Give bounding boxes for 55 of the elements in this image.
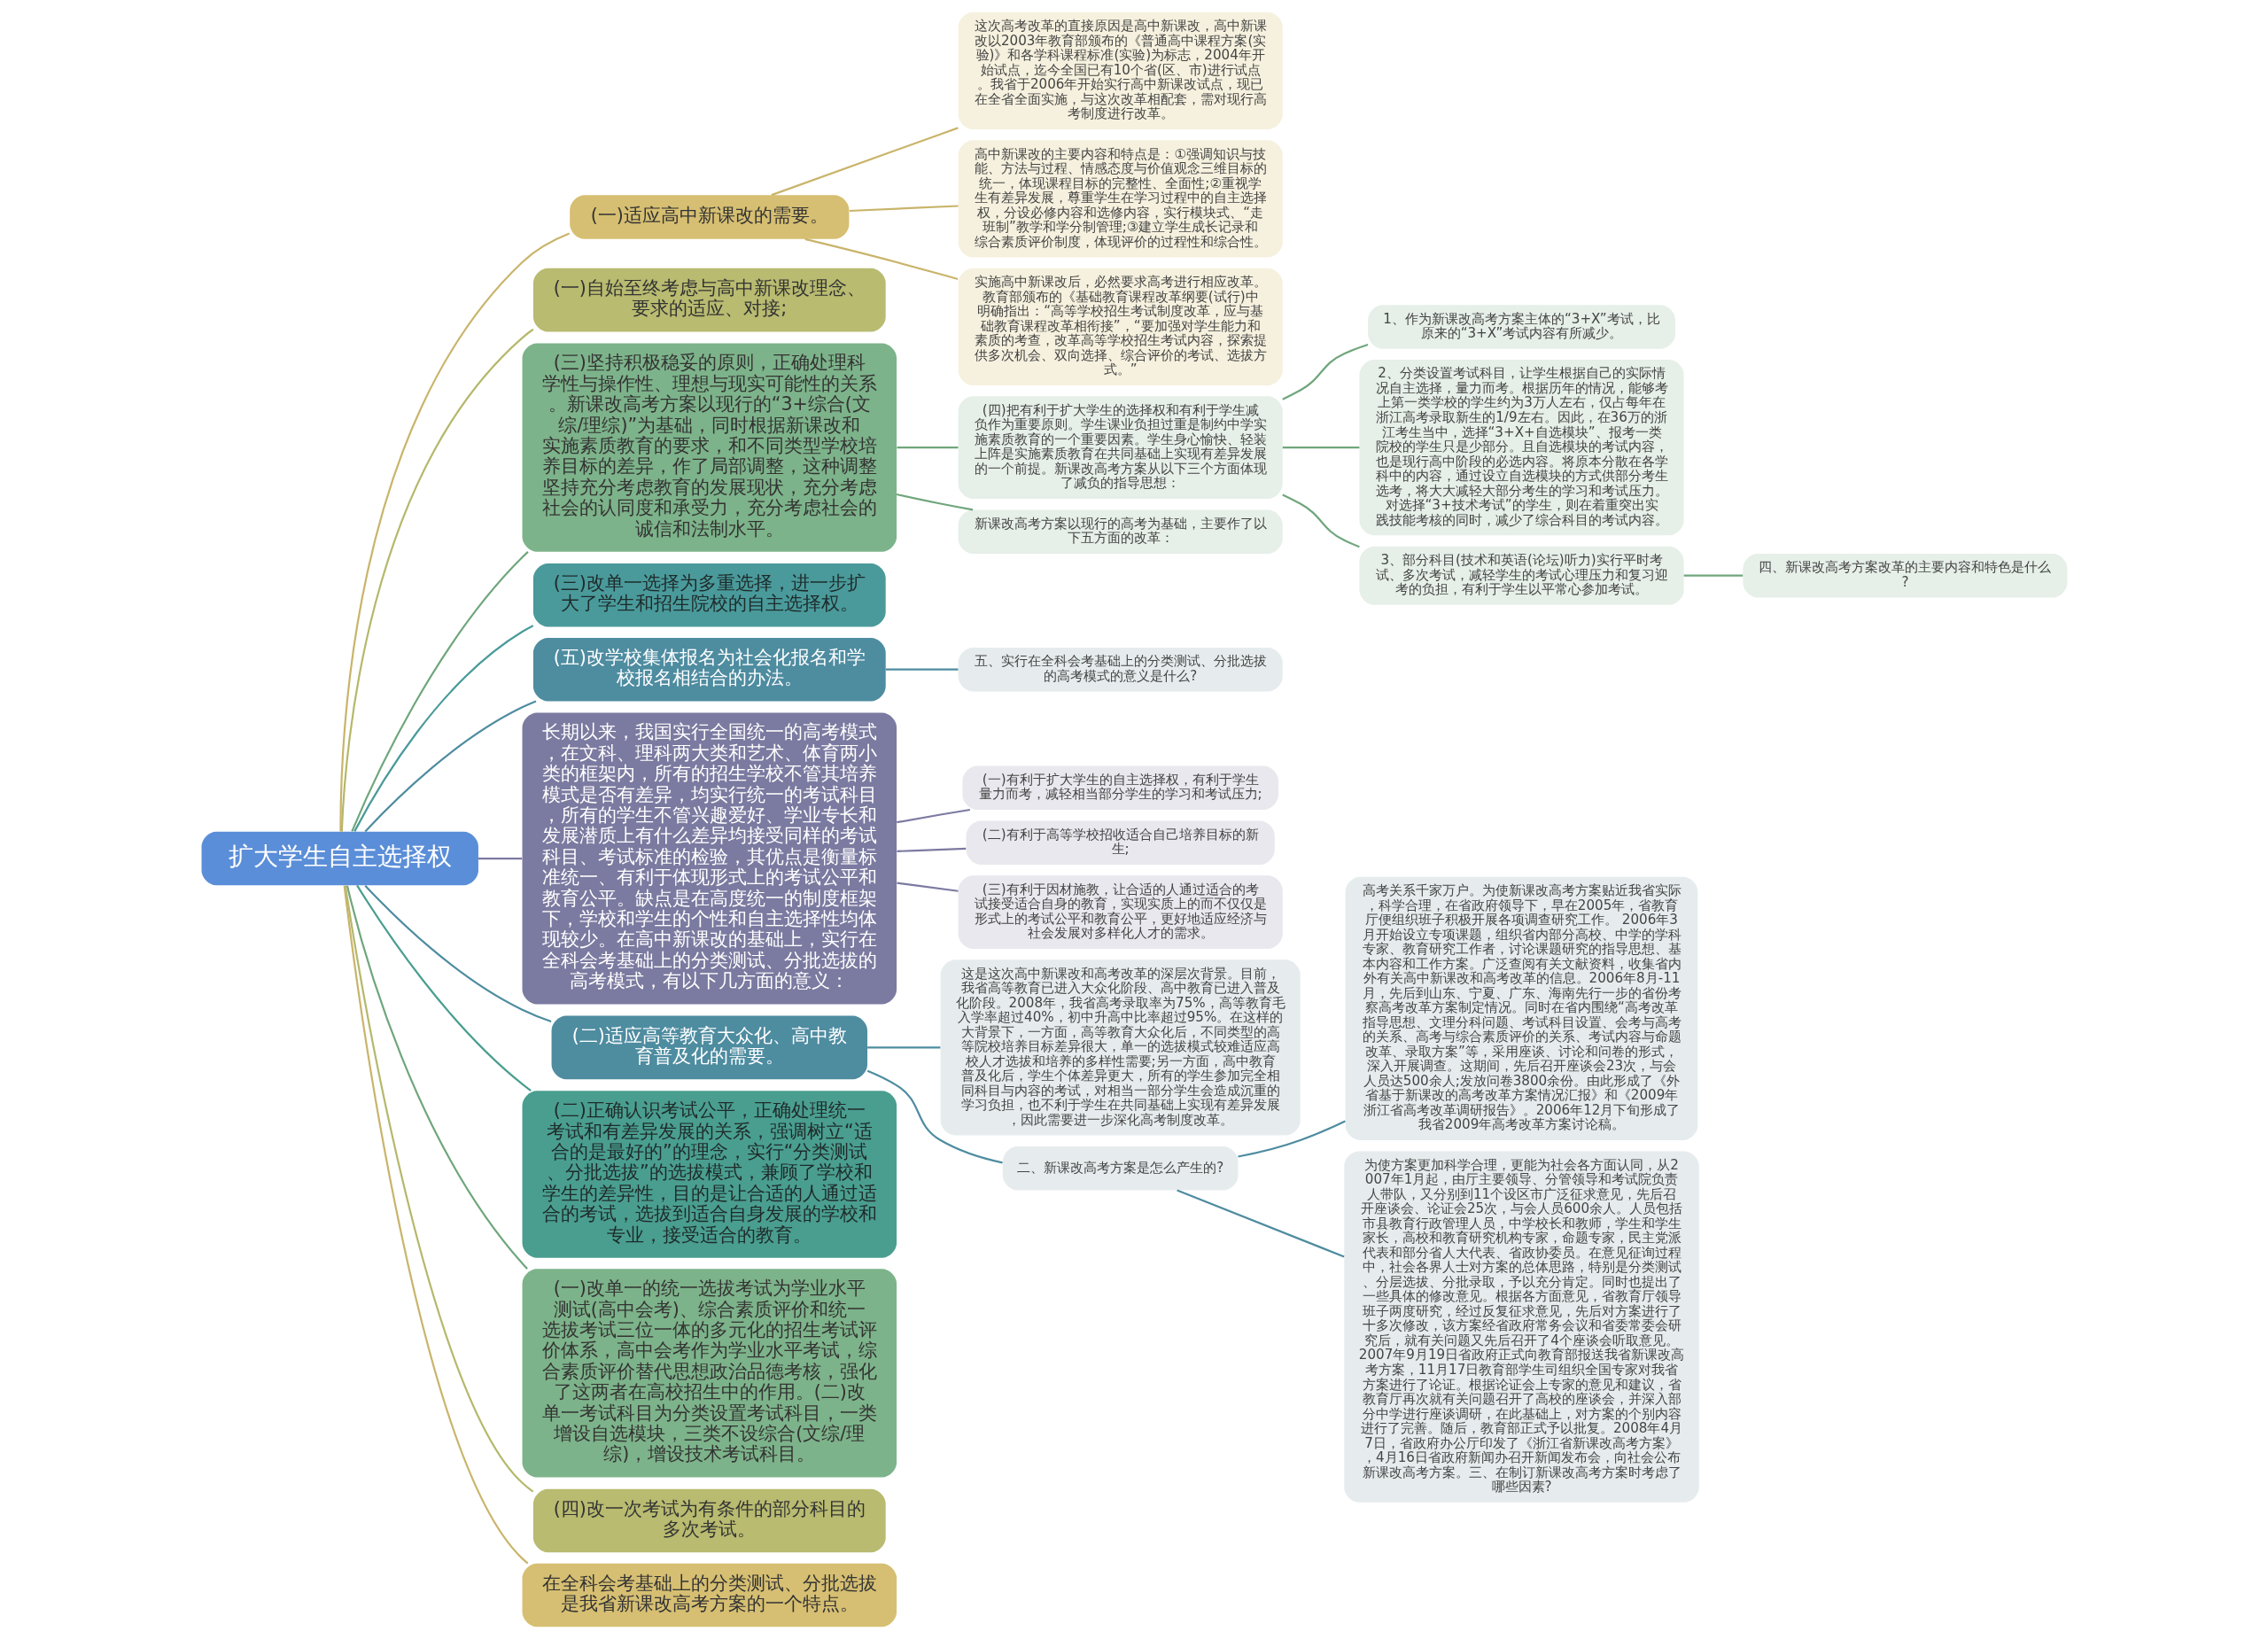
node-box: (二)有利于高等学校招收适合自己培养目标的新生; bbox=[966, 820, 1275, 865]
node-box: 1、作为新课改高考方案主体的“3+X”考试，比原来的“3+X”考试内容有所减少。 bbox=[1367, 305, 1675, 349]
node-box: 这是这次高中新课改和高考改革的深层次背景。目前，我省高等教育已进入大众化阶段、高中教育已进入普及化阶段。2008年，我省高考录取率为75%，高等教育毛入学率超过40%，初中升高中比率超过95%。在这样的大背景下，一方面，高等教育大众化后，不同类型的高等院校培养目标差异很大，单一的选拔模式较难适应高校人才选拔和培养的多样性需要;另一方面，高中教育普及化后，学生个体差异更大，所有的学生参加完全相同科目与内容的考试，对相当一部分学生会造成沉重的学习负担，也不利于学生在共同基础上实现有差异发展，因此需要进一步深化高考制度改革。 bbox=[940, 959, 1301, 1136]
node-box: 四、新课改高考方案改革的主要内容和特色是什么? bbox=[1742, 553, 2067, 598]
node-box: 五、实行在全科会考基础上的分类测试、分批选拔的高考模式的意义是什么? bbox=[958, 647, 1283, 692]
connector bbox=[896, 847, 966, 852]
connector bbox=[1683, 574, 1743, 577]
connector bbox=[1237, 1120, 1346, 1158]
connector bbox=[896, 808, 970, 824]
node-box: (三)坚持积极稳妥的原则，正确处理科学性与操作性、理想与现实可能性的关系。新课改高考方案以现行的“3+综合(文综/理综)”为基础，同时根据新课改和实施素质教育的要求，和不同类型学校培养目标的差异，作了局部调整，这种调整坚持充分考虑教育的发展现状，充分考虑社会的认同度和承受力，充分考虑社会的诚信和法制水平。 bbox=[522, 343, 897, 552]
node-box: 实施高中新课改后，必然要求高考进行相应改革。教育部颁布的《基础教育课程改革纲要(试行)中明确指出：“高等学校招生考试制度改革，应与基础教育课程改革相衔接”，“要加强对学生能力和素质的考查，改革高等学校招生考试内容，探索提供多次机会、双向选择、综合评价的考试、选拔方式。” bbox=[958, 268, 1283, 385]
node-box: (二)正确认识考试公平，正确处理统一考试和有差异发展的关系，强调树立“适合的是最好的”的理念，实行“分类测试、分批选拔”的选拔模式，兼顾了学校和学生的差异性，目的是让合适的人通过适合的考试，选拔到适合自身发展的学校和专业，接受适合的教育。 bbox=[522, 1091, 897, 1258]
connector bbox=[355, 884, 532, 1092]
connector bbox=[338, 232, 570, 832]
node-box: (一)自始至终考虑与高中新课改理念、要求的适应、对接; bbox=[532, 268, 886, 332]
node-box: (四)改一次考试为有条件的部分科目的多次考试。 bbox=[532, 1488, 886, 1553]
node-box: (五)改学校集体报名为社会化报名和学校报名相结合的办法。 bbox=[532, 637, 886, 702]
node-box: 这次高考改革的直接原因是高中新课改，高中新课改以2003年教育部颁布的《普通高中课程方案(实验)》和各学科课程标准(实验)为标志，2004年开始试点，迄今全国已有10个省(区、市)进行试点。我省于2006年开始实行高中新课改试点，现已在全省全面实施，与这次改革相配套，需对现行高考制度进行改革。 bbox=[958, 12, 1283, 129]
node-box: (三)改单一选择为多重选择，进一步扩大了学生和招生院校的自主选择权。 bbox=[532, 563, 886, 627]
connector bbox=[340, 328, 533, 832]
connector bbox=[866, 1069, 1003, 1164]
connector bbox=[1176, 1189, 1345, 1258]
connector bbox=[866, 1046, 940, 1049]
connector bbox=[364, 700, 536, 833]
node-box: (一)有利于扩大学生的自主选择权，有利于学生量力而考，减轻相当部分学生的学习和考试压力; bbox=[961, 765, 1278, 810]
node-box: 在全科会考基础上的分类测试、分批选拔是我省新课改高考方案的一个特点。 bbox=[522, 1563, 897, 1627]
connector bbox=[896, 493, 973, 511]
node-box: (三)有利于因材施教，让合适的人通过适合的考试接受适合自身的教育，实现实质上的而不仅仅是形式上的考试公平和教育公平，更好地适应经济与社会发展对多样化人才的需求。 bbox=[958, 875, 1283, 949]
node-box: (一)改单一的统一选拔考试为学业水平测试(高中会考)、综合素质评价和统一选拔考试三位一体的多元化的招生考试评价体系，高中会考作为学业水平考试，综合素质评价替代思想政治品德考核，强化了这两者在高校招生中的作用。(二)改单一考试科目为分类设置考试科目，一类增设自选模块，三类不设综合(文综/理综)，增设技术考试科目。 bbox=[522, 1269, 897, 1478]
connector bbox=[771, 127, 959, 197]
node-box: 长期以来，我国实行全国统一的高考模式，在文科、理科两大类和艺术、体育两小类的框架内，所有的招生学校不管其培养模式是否有差异，均实行统一的考试科目，所有的学生不管兴趣爱好、学业专长和发展潜质上有什么差异均接受同样的考试科目、考试标准的检验，其优点是衡量标准统一、有利于体现形式上的考试公平和教育公平。缺点是在高度统一的制度框架下，学校和学生的个性和自主选择性均体现较少。在高中新课改的基础上，实行在全科会考基础上的分类测试、分批选拔的高考模式，有以下几方面的意义： bbox=[522, 712, 897, 1005]
connector bbox=[1281, 493, 1360, 548]
node-box: 扩大学生自主选择权 bbox=[201, 831, 478, 886]
connector bbox=[1281, 343, 1368, 400]
connector bbox=[897, 447, 958, 449]
connector bbox=[849, 205, 959, 213]
connector bbox=[350, 551, 529, 832]
node-box: 高中新课改的主要内容和特点是：①强调知识与技能、方法与过程、情感态度与价值观念三维目标的统一，体现课程目标的完整性、全面性;②重视学生有差异发展，尊重学生在学习过程中的自主选择权，分设必修内容和选修内容，实行模块式、“走班制”教学和学分制管理;③建立学生成长记录和综合素质评价制度，体现评价的过程性和综合性。 bbox=[958, 140, 1283, 258]
node-box: 2、分类设置考试科目，让学生根据自己的实际情况自主选择，量力而考。根据历年的情况，能够考上第一类学校的学生约为3万人左右，仅占每年在浙江高考录取新生的1/9左右。因此，在36万的浙江考生当中，选择“3+X+自选模块”、报考一类院校的学生只是少部分。且自选模块的考试内容，也是现行高中阶段的必选内容。将原本分散在各学科中的内容，通过设立自选模块的方式供部分考生选考，将大大减轻大部分考生的学习和考试压力。对选择“3+技术考试”的学生，则在着重突出实践技能考核的同时，减少了综合科目的考试内容。 bbox=[1358, 360, 1684, 536]
node-box: 高考关系千家万户。为使新课改高考方案贴近我省实际，科学合理，在省政府领导下，早在2005年，省教育厅便组织班子积极开展各项调查研究工作。 2006年3月开始设立专项课题，组织省内部分高校、中学的学科专家、教育研究工作者，讨论课题研究的指导思想、基本内容和工作方案。广泛查阅有关文献资料，收集省内外有关高中新课改和高考改革的信息。2006年8月-11月，先后到山东、宁夏、广东、海南先行一步的省份考察高考改革方案制定情况。同时在省内围绕“高考改革指导思想、文理分科问题、考试科目设置、会考与高考的关系、高考与综合素质评价的关系、考试内容与命题改革、录取方案”等，采用座谈、讨论和问卷的形式，深入开展调查。这期间，先后召开座谈会23次，与会人员达500余人;发放问卷3800余份。由此形成了《外省基于新课改的高考改革方案情况汇报》和《2009年浙江省高考改革调研报告》。2006年12月下旬形成了我省2009年高考改革方案讨论稿。 bbox=[1345, 876, 1697, 1140]
connector bbox=[804, 237, 958, 280]
connector bbox=[353, 625, 533, 832]
node-box: 新课改高考方案以现行的高考为基础，主要作了以下五方面的改革： bbox=[958, 509, 1283, 554]
node-box: (二)适应高等教育大众化、高中教育普及化的需要。 bbox=[551, 1015, 867, 1080]
connector bbox=[896, 882, 959, 892]
connector bbox=[364, 884, 551, 1023]
node-box: 为使方案更加科学合理，更能为社会各方面认同，从2007年1月起，由厅主要领导、分管领导和考试院负责人带队，又分别到11个设区市广泛征求意见，先后召开座谈会、论证会25次，与会人员600余人。人员包括市县教育行政管理人员，中学校长和教师，学生和学生家长，高校和教育研究机构专家，命题专家，民主党派代表和部分省人大代表、省政协委员。在意见征询过程中，社会各界人士对方案的总体思路，特别是分类测试、分层选拔、分批录取，予以充分肯定。同时也提出了一些具体的修改意见。根据各方面意见，省教育厅领导班子两度研究，经过反复征求意见，先后对方案进行了十多次修改，该方案经省政府常务会议和省委常委会研究后，就有关问题又先后召开了4个座谈会听取意见。2007年9月19日省政府正式向教育部报送我省新课改高考方案，11月17日教育部学生司组织全国专家对我省方案进行了论证。根据论证会上专家的意见和建议，省教育厅再次就有关问题召开了高校的座谈会，并深入部分中学进行座谈调研，在此基础上，对方案的个别内容进行了完善。随后，教育部正式予以批复。2008年4月7日，省政府办公厅印发了《浙江省新课改高考方案》，4月16日省政府新闻办召开新闻发布会，向社会公布新课改高考方案。三、在制订新课改高考方案时考虑了哪些因素? bbox=[1343, 1151, 1699, 1503]
connector bbox=[1282, 447, 1359, 449]
node-box: (一)适应高中新课改的需要。 bbox=[569, 195, 849, 239]
connector bbox=[478, 857, 522, 860]
connector bbox=[346, 885, 528, 1270]
node-box: (四)把有利于扩大学生的选择权和有利于学生减负作为重要原则。学生课业负担过重是制约中学实施素质教育的一个重要因素。学生身心愉快、轻装上阵是实施素质教育在共同基础上实现有差异发展的一个前提。新课改高考方案从以下三个方面体现了减负的指导思想： bbox=[958, 396, 1283, 499]
connector bbox=[885, 668, 958, 671]
node-box: 3、部分科目(技术和英语(论坛)听力)实行平时考试、多次考试，减轻学生的考试心理压力和复习迎考的负担，有利于学生以平常心参加考试。 bbox=[1358, 546, 1684, 605]
node-box: 二、新课改高考方案是怎么产生的? bbox=[1002, 1146, 1238, 1191]
